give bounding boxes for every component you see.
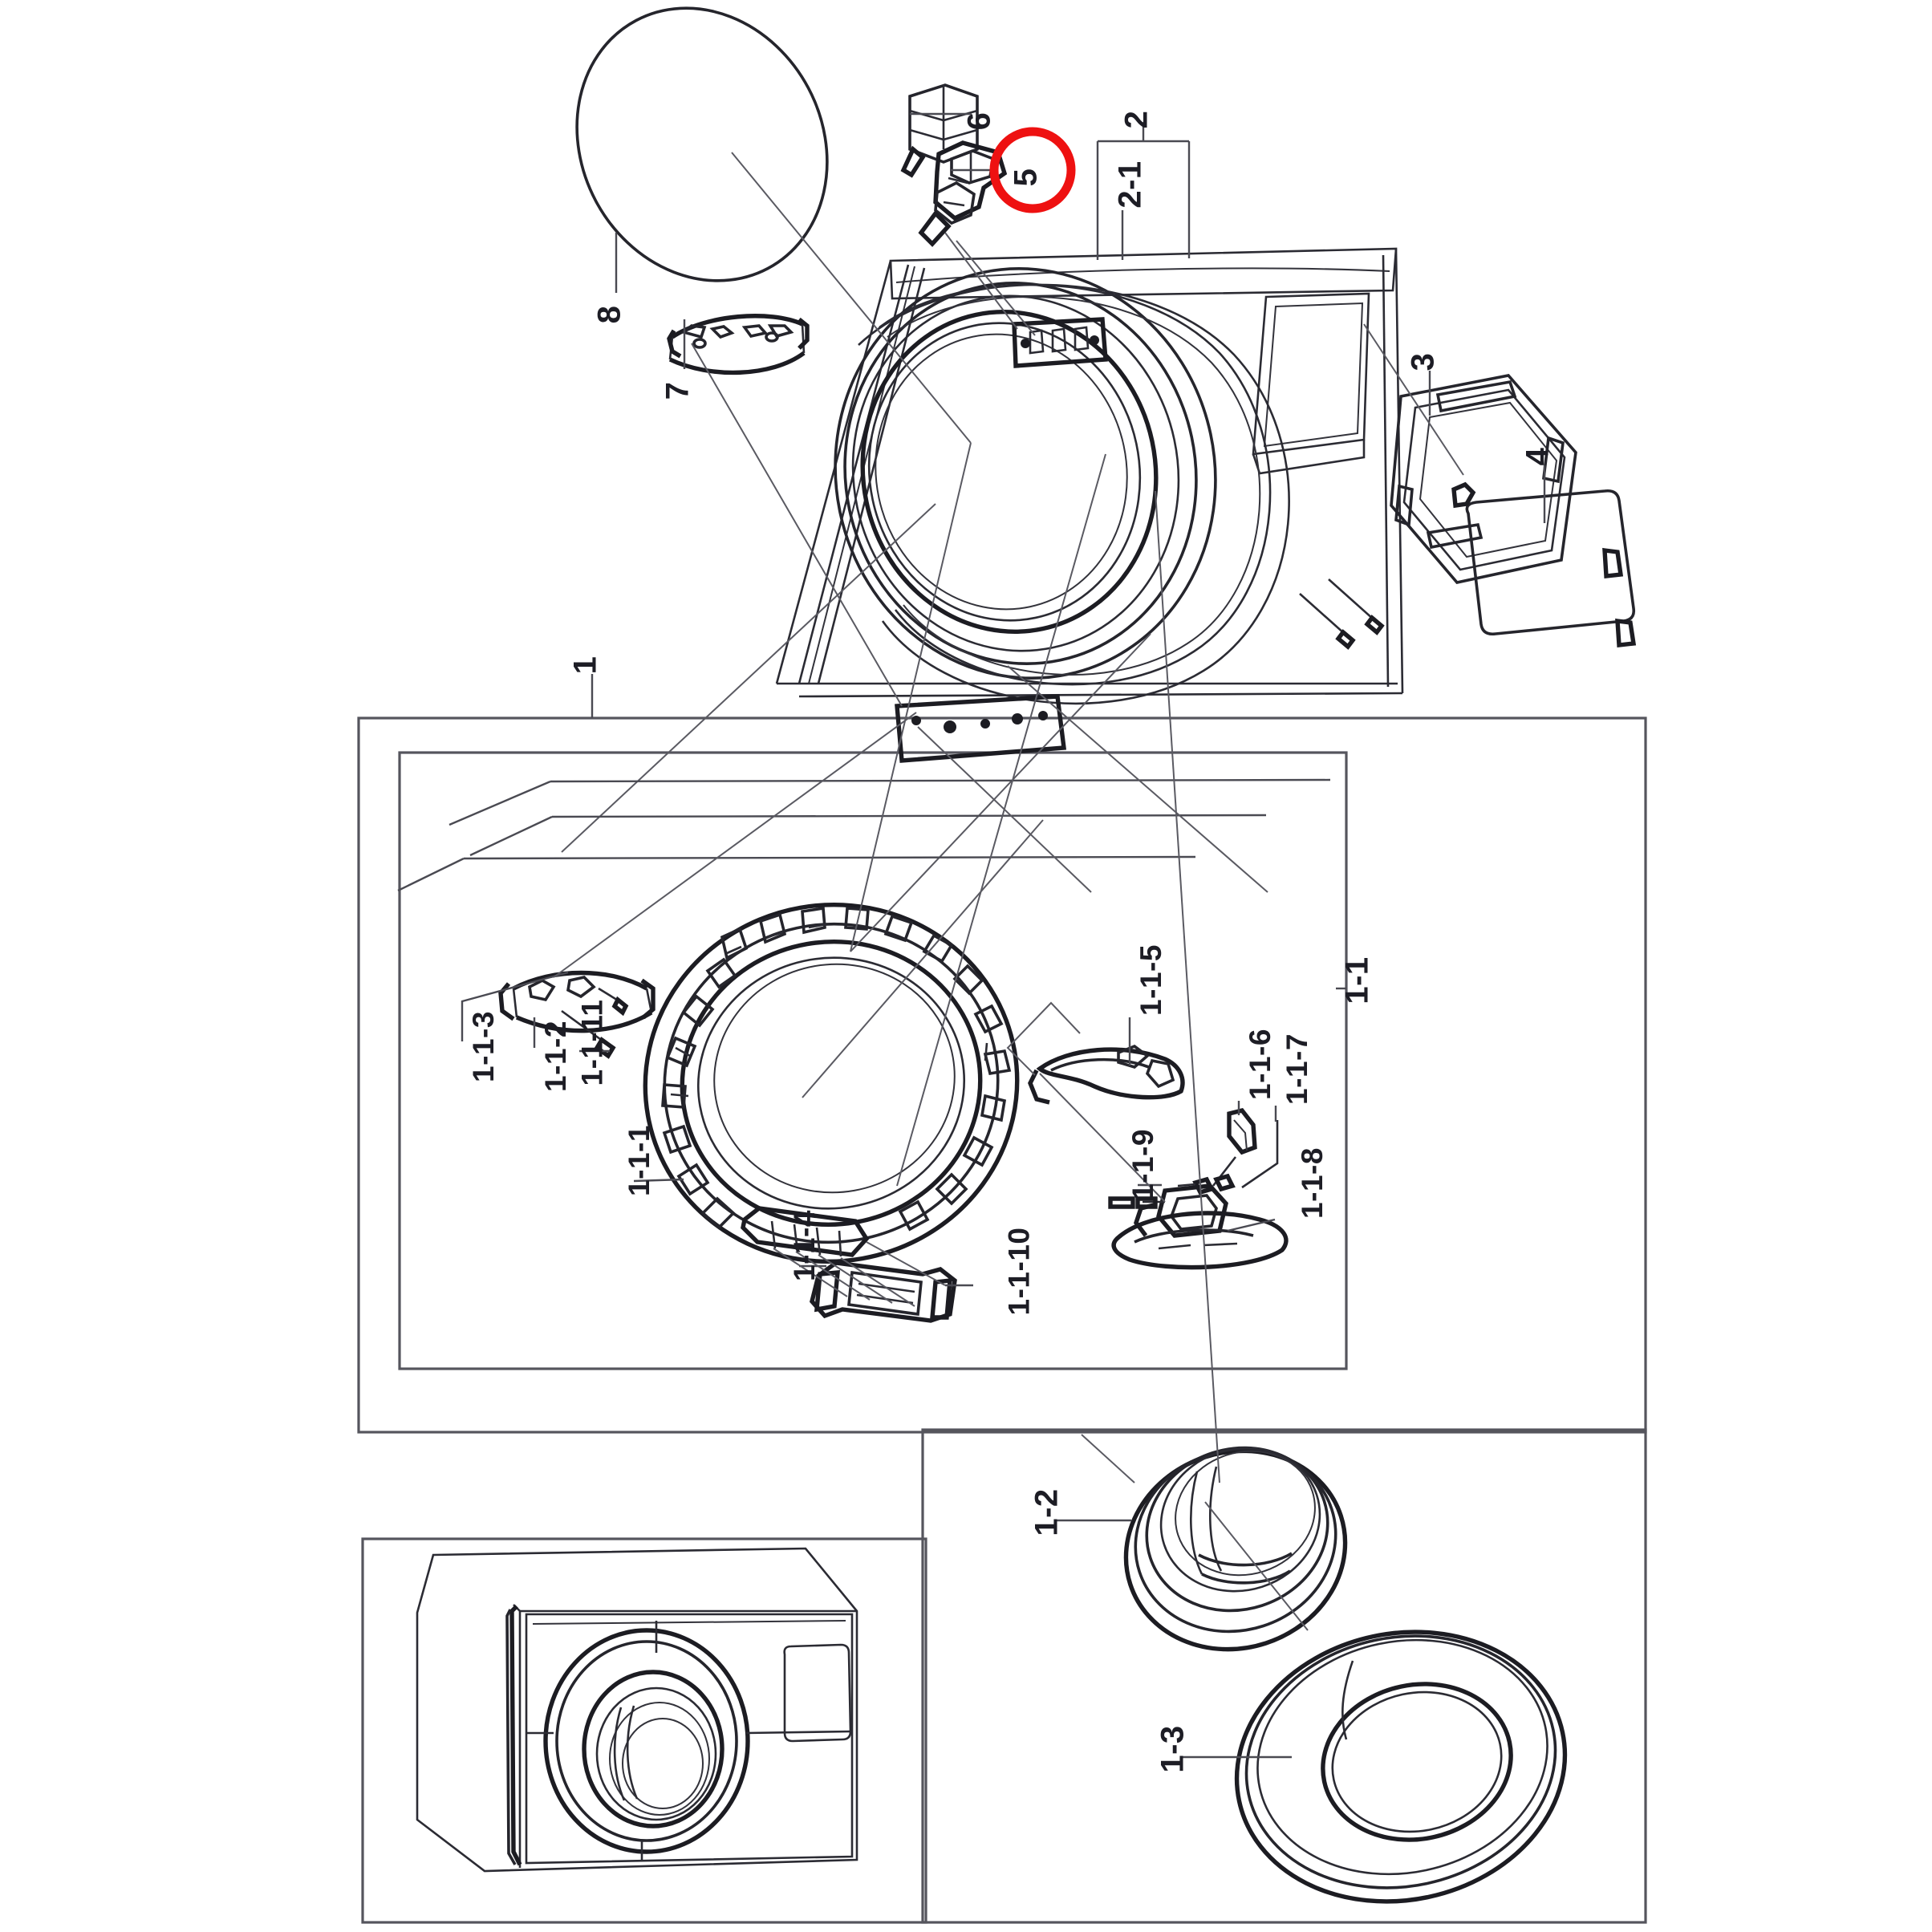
front-panel-door-opening xyxy=(834,267,1290,705)
callout-label-1-1-4: 1-1-4 xyxy=(787,1209,821,1281)
group-box-1-1 xyxy=(398,751,1348,1370)
part-handle-return-spring xyxy=(1108,1196,1165,1209)
projection-lines xyxy=(397,442,1331,1631)
part-filter-access-cover xyxy=(1465,489,1637,647)
part-long-screws xyxy=(1299,578,1385,650)
part-filter-access-frame xyxy=(1390,374,1577,584)
callout-label-1-1-8: 1-1-8 xyxy=(1295,1147,1329,1219)
callout-label-2: 2 xyxy=(1118,110,1155,128)
part-hinge-pin xyxy=(561,1009,616,1059)
callout-label-1: 1 xyxy=(567,656,603,674)
part-handle-pivot-pin xyxy=(1177,1120,1279,1195)
callout-label-1-1-7: 1-1-7 xyxy=(1280,1033,1313,1105)
part-door-outer-seal-ring xyxy=(1234,1630,1568,1904)
part-cover-fastener xyxy=(1451,481,1476,509)
callout-label-1-3: 1-3 xyxy=(1155,1725,1191,1773)
part-handle-spring-lever xyxy=(1212,1107,1257,1187)
part-door-hinge-bracket xyxy=(918,140,1008,247)
callout-label-1-1-5: 1-1-5 xyxy=(1134,944,1167,1016)
callout-label-1-1: 1-1 xyxy=(1339,956,1375,1005)
part-door-inner-frame-ring xyxy=(643,902,1020,1264)
callout-label-1-1-9: 1-1-9 xyxy=(1126,1128,1159,1200)
callout-label-1-1-6: 1-1-6 xyxy=(1243,1028,1276,1100)
callout-label-1-1-2: 1-1-2 xyxy=(538,1020,572,1092)
highlight-circle-part-5 xyxy=(989,127,1076,213)
group-box-1 xyxy=(357,716,1647,1434)
callout-label-1-2: 1-2 xyxy=(1029,1488,1065,1536)
callout-label-2-1: 2-1 xyxy=(1112,160,1148,209)
part-latch-hook-block-on-ring xyxy=(741,1206,870,1257)
part-door-latch-strike-trim xyxy=(667,314,810,375)
part-hinge-mount-screw xyxy=(598,987,629,1017)
callout-label-5: 5 xyxy=(1008,168,1044,186)
part-door-handle-upper xyxy=(1028,1044,1185,1105)
callout-label-6: 6 xyxy=(961,112,997,130)
machine-reference-illustration xyxy=(416,1547,858,1873)
callout-label-1-1-3: 1-1-3 xyxy=(466,1010,500,1082)
callout-label-1-1-1: 1-1-1 xyxy=(622,1124,656,1196)
callout-label-1-1-10: 1-1-10 xyxy=(1001,1227,1035,1316)
callout-label-8: 8 xyxy=(591,305,627,323)
group-box-seal-parts xyxy=(921,1428,1647,1924)
callout-label-3: 3 xyxy=(1405,352,1441,371)
callout-label-1-1-11: 1-1-11 xyxy=(574,999,608,1086)
callout-label-7: 7 xyxy=(660,381,696,400)
callout-label-4: 4 xyxy=(1520,447,1556,465)
callout-leaders xyxy=(461,112,1546,1759)
part-door-glass-window xyxy=(575,6,829,282)
group-box-machine-reference xyxy=(361,1537,927,1924)
part-latch-hook-block xyxy=(810,1260,957,1323)
part-door-bowl-glass-seat xyxy=(1123,1446,1348,1652)
part-front-panel-cabinet xyxy=(775,247,1404,763)
